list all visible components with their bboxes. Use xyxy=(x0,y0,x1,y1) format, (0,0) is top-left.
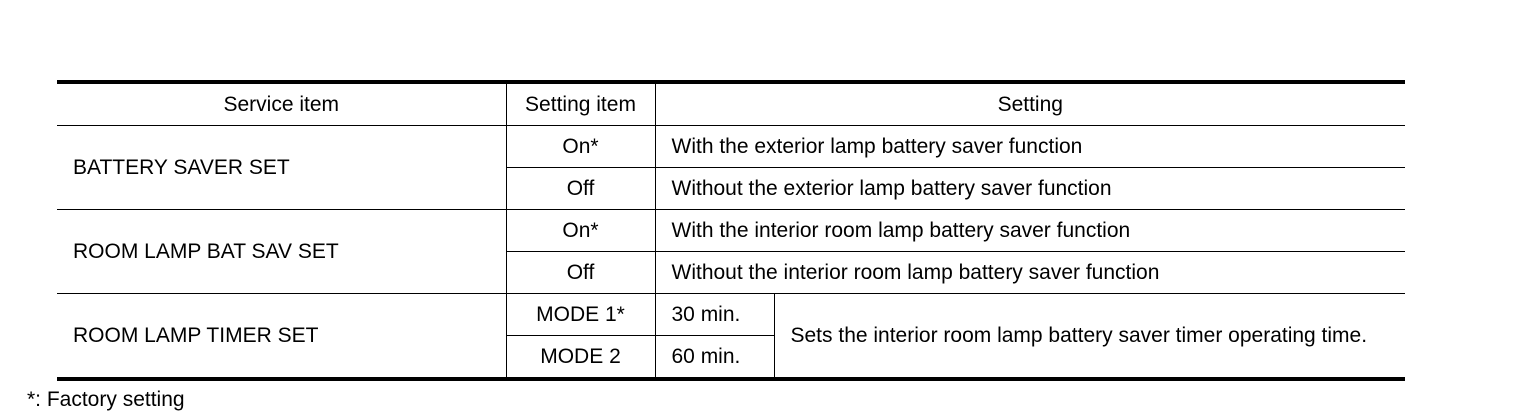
setting-item-on: On* xyxy=(505,125,656,168)
header-service-item: Service item xyxy=(57,81,507,126)
setting-item-mode2: MODE 2 xyxy=(506,335,656,380)
setting-item-off: Off xyxy=(506,251,656,294)
table-row: BATTERY SAVER SET On* With the exterior … xyxy=(57,125,1406,210)
timer-value-mode2: 60 min. xyxy=(654,335,774,380)
footnote-factory-setting: *: Factory setting xyxy=(27,388,185,411)
timer-value-mode1: 30 min. xyxy=(654,293,775,336)
setting-desc: With the interior room lamp battery save… xyxy=(654,209,1406,252)
timer-setting-desc: Sets the interior room lamp battery save… xyxy=(773,293,1406,380)
service-room-lamp-timer-set: ROOM LAMP TIMER SET xyxy=(57,293,507,380)
service-room-lamp-bat-sav-set: ROOM LAMP BAT SAV SET xyxy=(57,209,507,294)
setting-item-off: Off xyxy=(506,167,656,210)
table-row: Off Without the exterior lamp battery sa… xyxy=(57,167,1406,210)
table-row: ROOM LAMP TIMER SET MODE 1* 30 min. Sets… xyxy=(57,293,1406,380)
setting-item-on: On* xyxy=(505,209,656,252)
header-setting-item: Setting item xyxy=(505,81,656,126)
table-row: ROOM LAMP BAT SAV SET On* With the inter… xyxy=(57,209,1406,294)
setting-item-mode1: MODE 1* xyxy=(505,293,656,336)
setting-desc: Without the interior room lamp battery s… xyxy=(654,251,1406,294)
table-row: Off Without the interior room lamp batte… xyxy=(57,251,1406,294)
service-battery-saver-set: BATTERY SAVER SET xyxy=(57,125,507,210)
table-row: MODE 2 60 min. xyxy=(57,335,1405,380)
table-header-row: Service item Setting item Setting xyxy=(57,81,1406,126)
setting-desc: Without the exterior lamp battery saver … xyxy=(654,167,1406,210)
header-setting: Setting xyxy=(654,81,1406,126)
setting-desc: With the exterior lamp battery saver fun… xyxy=(654,125,1406,168)
service-settings-table: Service item Setting item Setting BATTER… xyxy=(57,80,1406,381)
